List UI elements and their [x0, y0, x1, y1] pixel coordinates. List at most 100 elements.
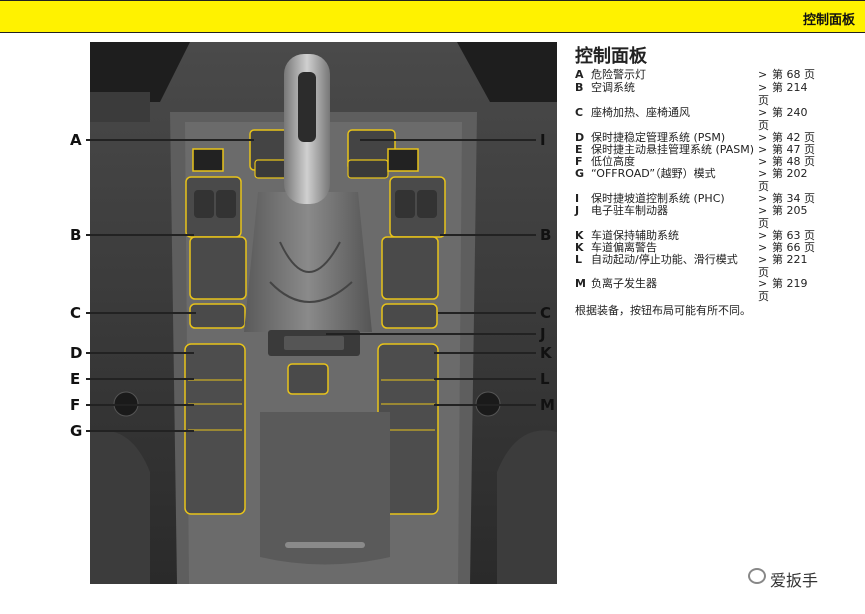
legend-key: M	[575, 277, 586, 290]
page-arrow-icon: >	[758, 155, 768, 168]
callout-m-right: M	[540, 396, 555, 414]
brand-label: 爱扳手	[770, 571, 819, 590]
legend-key: B	[575, 81, 584, 94]
page-arrow-icon: >	[758, 167, 768, 180]
layout-note: 根据装备，按钮布局可能有所不同。	[575, 304, 751, 317]
legend-name: 空调系统	[591, 81, 635, 94]
callout-i-right: I	[540, 131, 546, 149]
legend-name: “OFFROAD”（越野）模式	[591, 167, 716, 180]
legend-page-wrap: 页	[758, 266, 769, 279]
legend-key: K	[575, 229, 584, 242]
callout-c-right: C	[540, 304, 552, 322]
legend-key: C	[575, 106, 584, 119]
legend-name: 保时捷坡道控制系统 (PHC)	[591, 192, 725, 205]
legend-item: E 保时捷主动悬挂管理系统 (PASM)> 第 47 页	[575, 143, 825, 156]
leader-line-b-left	[86, 234, 194, 236]
page-arrow-icon: >	[758, 192, 768, 205]
callout-a-left: A	[70, 131, 82, 149]
callout-j-right: J	[540, 325, 546, 343]
legend-key: A	[575, 68, 584, 81]
page-arrow-icon: >	[758, 131, 768, 144]
header-title: 控制面板	[802, 13, 855, 28]
legend-name: 保时捷稳定管理系统 (PSM)	[591, 131, 726, 144]
header-bar: 控制面板	[0, 0, 865, 33]
legend-item: A 危险警示灯 > 第 68 页	[575, 68, 825, 81]
legend-page-wrap: 页	[758, 119, 769, 132]
leader-line-c-left	[86, 312, 196, 314]
legend-page-ref[interactable]: 第 47 页	[772, 143, 815, 156]
legend-page-ref[interactable]: 第 202	[772, 167, 808, 180]
legend-page-ref[interactable]: 第 63 页	[772, 229, 815, 242]
page-arrow-icon: >	[758, 143, 768, 156]
legend-key: E	[575, 143, 583, 156]
page-arrow-icon: >	[758, 81, 768, 94]
legend-name: 负离子发生器	[591, 277, 657, 290]
leader-line-c-right	[438, 312, 536, 314]
callout-b-right: B	[540, 226, 552, 244]
legend-page-ref[interactable]: 第 48 页	[772, 155, 815, 168]
callout-l-right: L	[540, 370, 550, 388]
legend-page-ref[interactable]: 第 42 页	[772, 131, 815, 144]
legend-key: D	[575, 131, 585, 144]
callout-b-left: B	[70, 226, 82, 244]
legend-key: J	[575, 204, 580, 217]
leader-line-i	[360, 139, 536, 141]
legend-name: 保时捷主动悬挂管理系统 (PASM)	[591, 143, 755, 156]
leader-line-a	[86, 139, 254, 141]
callout-d-left: D	[70, 344, 83, 362]
page-arrow-icon: >	[758, 241, 768, 254]
page-arrow-icon: >	[758, 229, 768, 242]
legend-key: I	[575, 192, 580, 205]
legend-page-ref[interactable]: 第 66 页	[772, 241, 815, 254]
legend-name: 低位高度	[591, 155, 635, 168]
page-arrow-icon: >	[758, 106, 768, 119]
legend-name: 危险警示灯	[591, 68, 646, 81]
callout-g-left: G	[70, 422, 83, 440]
legend-page-ref[interactable]: 第 34 页	[772, 192, 815, 205]
leader-line-d	[86, 352, 194, 354]
page-arrow-icon: >	[758, 68, 768, 81]
callout-c-left: C	[70, 304, 82, 322]
legend-page-wrap: 页	[758, 180, 769, 193]
page-arrow-icon: >	[758, 277, 768, 290]
legend-name: 车道保持辅助系统	[591, 229, 679, 242]
legend-key: F	[575, 155, 583, 168]
legend-page-ref[interactable]: 第 219	[772, 277, 808, 290]
leader-line-e	[86, 378, 194, 380]
legend-key: K	[575, 241, 584, 254]
page-arrow-icon: >	[758, 253, 768, 266]
legend-page-wrap: 页	[758, 290, 769, 303]
callout-e-left: E	[70, 370, 81, 388]
callout-k-right: K	[540, 344, 552, 362]
legend-name: 车道偏离警告	[591, 241, 657, 254]
legend-page-wrap: 页	[758, 217, 769, 230]
leader-line-l	[434, 378, 536, 380]
leader-line-m	[434, 404, 536, 406]
legend-page-ref[interactable]: 第 240	[772, 106, 808, 119]
legend-name: 座椅加热、座椅通风	[591, 106, 690, 119]
legend-item: F 低位高度 > 第 48 页	[575, 155, 825, 168]
legend-item: I 保时捷坡道控制系统 (PHC) > 第 34 页	[575, 192, 825, 205]
legend-page-ref[interactable]: 第 221	[772, 253, 808, 266]
legend-page-ref[interactable]: 第 68 页	[772, 68, 815, 81]
legend-item: D 保时捷稳定管理系统 (PSM) > 第 42 页	[575, 131, 825, 144]
leader-line-b-right	[440, 234, 536, 236]
callout-f-left: F	[70, 396, 81, 414]
leader-line-k	[434, 352, 536, 354]
page-arrow-icon: >	[758, 204, 768, 217]
leader-line-f	[86, 404, 194, 406]
legend-name: 自动起动/停止功能、滑行模式	[591, 253, 738, 266]
legend-page-wrap: 页	[758, 94, 769, 107]
legend-page-ref[interactable]: 第 214	[772, 81, 808, 94]
legend-item: K 车道保持辅助系统 > 第 63 页	[575, 229, 825, 242]
leader-line-j	[326, 333, 536, 335]
wechat-icon	[748, 568, 766, 584]
legend-item: K 车道偏离警告 > 第 66 页	[575, 241, 825, 254]
legend-page-ref[interactable]: 第 205	[772, 204, 808, 217]
